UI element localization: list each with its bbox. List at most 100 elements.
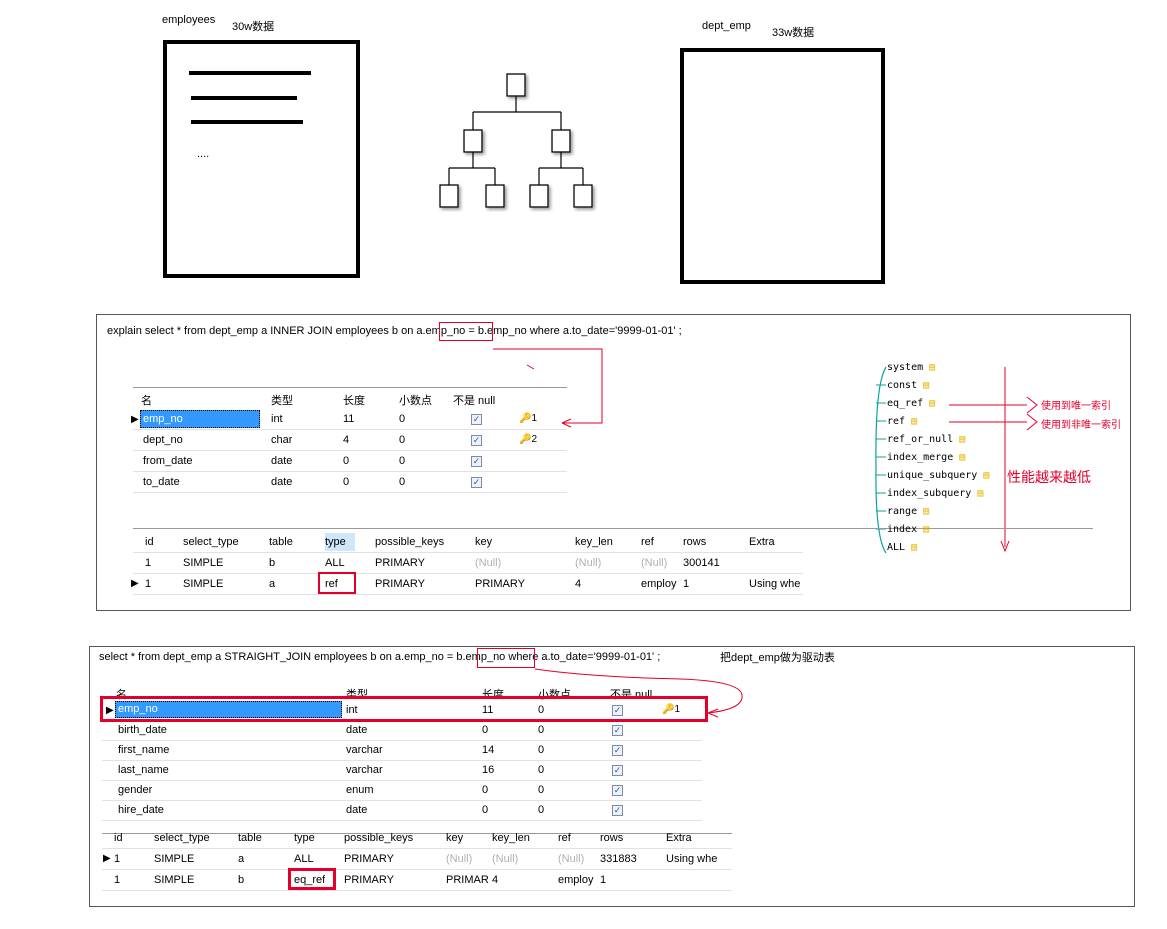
- field-decimal[interactable]: 0: [538, 744, 545, 756]
- cell-ref[interactable]: employ: [558, 874, 594, 886]
- column-header[interactable]: 长度: [343, 395, 365, 407]
- field-length[interactable]: 11: [343, 413, 355, 425]
- field-name[interactable]: to_date: [143, 476, 180, 488]
- cell-key-len[interactable]: 4: [575, 578, 582, 590]
- field-decimal[interactable]: 0: [538, 724, 545, 736]
- field-decimal[interactable]: 0: [538, 704, 545, 716]
- cell-key[interactable]: (Null): [475, 557, 502, 569]
- cell-possible-keys[interactable]: PRIMARY: [375, 578, 425, 590]
- field-length[interactable]: 0: [343, 476, 350, 488]
- cell-ref[interactable]: (Null): [558, 853, 585, 865]
- cell-key-len[interactable]: (Null): [492, 853, 519, 865]
- field-decimal[interactable]: 0: [538, 764, 545, 776]
- column-header[interactable]: id: [145, 536, 154, 548]
- not-null-checkbox[interactable]: ✓: [612, 745, 623, 756]
- field-length[interactable]: 0: [343, 455, 350, 467]
- field-name[interactable]: birth_date: [118, 724, 167, 736]
- column-header[interactable]: key: [446, 832, 464, 844]
- cell-rows[interactable]: 331883: [600, 853, 637, 865]
- cell-id[interactable]: 1: [145, 578, 152, 590]
- column-header[interactable]: table: [269, 536, 293, 548]
- cell-rows[interactable]: 300141: [683, 557, 720, 569]
- field-length[interactable]: 0: [482, 784, 489, 796]
- not-null-checkbox[interactable]: ✓: [612, 725, 623, 736]
- column-header[interactable]: 类型: [271, 395, 293, 407]
- field-decimal[interactable]: 0: [399, 413, 406, 425]
- field-name[interactable]: hire_date: [118, 804, 164, 816]
- not-null-checkbox[interactable]: ✓: [612, 765, 623, 776]
- cell-id[interactable]: 1: [114, 874, 121, 886]
- column-header[interactable]: key_len: [575, 536, 613, 548]
- field-name[interactable]: first_name: [118, 744, 170, 756]
- cell-select-type[interactable]: SIMPLE: [183, 578, 224, 590]
- cell-table[interactable]: b: [238, 874, 245, 886]
- cell-type[interactable]: ref: [325, 578, 338, 590]
- column-header[interactable]: ref: [641, 536, 654, 548]
- field-length[interactable]: 4: [343, 434, 350, 446]
- field-type[interactable]: date: [271, 455, 293, 467]
- not-null-checkbox[interactable]: ✓: [612, 785, 623, 796]
- column-header[interactable]: select_type: [183, 536, 239, 548]
- field-decimal[interactable]: 0: [538, 804, 545, 816]
- not-null-checkbox[interactable]: ✓: [471, 414, 482, 425]
- cell-id[interactable]: 1: [145, 557, 152, 569]
- field-type[interactable]: date: [271, 476, 293, 488]
- field-type[interactable]: varchar: [346, 764, 383, 776]
- field-name[interactable]: gender: [118, 784, 153, 796]
- column-header[interactable]: 名: [116, 689, 127, 701]
- cell-rows[interactable]: 1: [600, 874, 607, 886]
- column-header[interactable]: select_type: [154, 832, 210, 844]
- field-decimal[interactable]: 0: [538, 784, 545, 796]
- field-type[interactable]: enum: [346, 784, 374, 796]
- cell-table[interactable]: a: [238, 853, 245, 865]
- column-header[interactable]: id: [114, 832, 123, 844]
- cell-key[interactable]: PRIMAR: [446, 874, 489, 886]
- field-name[interactable]: dept_no: [143, 434, 183, 446]
- field-name[interactable]: emp_no: [140, 410, 260, 428]
- cell-table[interactable]: b: [269, 557, 276, 569]
- field-type[interactable]: date: [346, 724, 368, 736]
- column-header[interactable]: type: [325, 536, 346, 548]
- cell-type[interactable]: ALL: [294, 853, 314, 865]
- column-header[interactable]: 小数点: [399, 395, 432, 407]
- column-header[interactable]: Extra: [666, 832, 692, 844]
- column-header[interactable]: possible_keys: [344, 832, 414, 844]
- column-header[interactable]: 名: [141, 395, 152, 407]
- field-length[interactable]: 0: [482, 804, 489, 816]
- field-length[interactable]: 16: [482, 764, 495, 776]
- column-header[interactable]: 不是 null: [453, 395, 496, 407]
- field-name[interactable]: last_name: [118, 764, 169, 776]
- column-header[interactable]: ref: [558, 832, 571, 844]
- field-type[interactable]: varchar: [346, 744, 383, 756]
- field-length[interactable]: 0: [482, 724, 489, 736]
- not-null-checkbox[interactable]: ✓: [471, 435, 482, 446]
- cell-possible-keys[interactable]: PRIMARY: [375, 557, 425, 569]
- cell-id[interactable]: 1: [114, 853, 121, 865]
- cell-extra[interactable]: Using whe: [666, 853, 718, 865]
- not-null-checkbox[interactable]: ✓: [471, 456, 482, 467]
- not-null-checkbox[interactable]: ✓: [471, 477, 482, 488]
- cell-rows[interactable]: 1: [683, 578, 690, 590]
- cell-type[interactable]: ALL: [325, 557, 345, 569]
- cell-table[interactable]: a: [269, 578, 276, 590]
- cell-select-type[interactable]: SIMPLE: [183, 557, 224, 569]
- column-header[interactable]: table: [238, 832, 262, 844]
- cell-possible-keys[interactable]: PRIMARY: [344, 874, 394, 886]
- cell-ref[interactable]: employ: [641, 578, 677, 590]
- field-length[interactable]: 11: [482, 704, 494, 716]
- cell-ref[interactable]: (Null): [641, 557, 668, 569]
- not-null-checkbox[interactable]: ✓: [612, 705, 623, 716]
- not-null-checkbox[interactable]: ✓: [612, 805, 623, 816]
- column-header[interactable]: type: [294, 832, 315, 844]
- cell-possible-keys[interactable]: PRIMARY: [344, 853, 394, 865]
- column-header[interactable]: key: [475, 536, 493, 548]
- field-length[interactable]: 14: [482, 744, 495, 756]
- cell-key[interactable]: (Null): [446, 853, 473, 865]
- field-decimal[interactable]: 0: [399, 476, 406, 488]
- cell-extra[interactable]: Using whe: [749, 578, 801, 590]
- field-type[interactable]: char: [271, 434, 293, 446]
- field-type[interactable]: int: [271, 413, 283, 425]
- field-type[interactable]: date: [346, 804, 368, 816]
- cell-key[interactable]: PRIMARY: [475, 578, 525, 590]
- cell-key-len[interactable]: 4: [492, 874, 499, 886]
